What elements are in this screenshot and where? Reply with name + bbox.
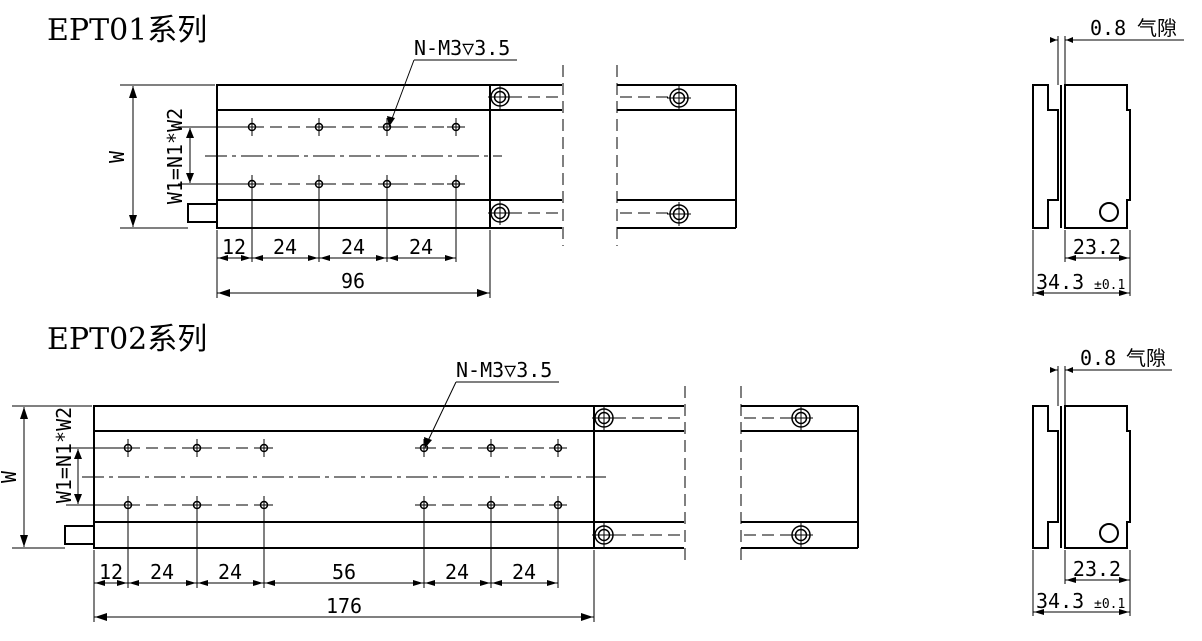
ept01-dim: 24 [273,235,297,259]
ept01-rail-bolt [487,84,513,110]
ept01-mount-hole [377,117,397,137]
ept02-top-view [64,405,606,549]
ept01-gap-label: 气隙 [1137,16,1177,40]
ept01-side-total: 34.3 [1036,270,1084,294]
ept02-dim: 56 [332,560,356,584]
ept02-hole-pitch-label: W1=N1*W2 [52,407,76,503]
ept02-dim: 24 [445,560,469,584]
ept01-thread-note: N-M3▽3.5 [414,36,510,60]
ept02-rail-bolt [591,405,617,431]
ept01-title: EPT01系列 [47,13,207,48]
ept02-rail-bolt [591,522,617,548]
ept02-mount-hole [548,438,568,458]
ept02-gap-value: 0.8 [1080,346,1116,370]
ept02-dim: 12 [99,560,123,584]
ept01-dim: 24 [409,235,433,259]
ept01-hole-pitch-label: W1=N1*W2 [163,108,187,204]
ept02-thread-note: N-M3▽3.5 [456,358,552,382]
ept01-total-length: 96 [341,269,365,293]
ept02-side-hole [1099,523,1119,543]
ept02-section: EPT02系列 [0,322,1172,622]
ept02-gap-label: 气隙 [1126,346,1166,370]
ept01-top-view [187,84,502,229]
ept02-rail [591,386,859,566]
ept02-side-total: 34.3 [1036,589,1084,613]
ept01-rail-bolt [666,85,692,111]
ept01-side-hole [1099,202,1119,222]
ept01-rail [487,65,737,246]
ept02-side-width: 23.2 [1073,557,1121,581]
ept01-gap-value: 0.8 [1090,16,1126,40]
ept01-rail-bolt [487,200,513,226]
ept01-side-width: 23.2 [1073,235,1121,259]
ept02-title: EPT02系列 [47,322,207,357]
ept01-mount-hole [309,117,329,137]
ept02-rail-bolt [788,405,814,431]
ept02-mount-hole [481,438,501,458]
ept01-mount-hole [446,117,466,137]
ept01-side-view: 0.8 气隙 23.2 34.3 ±0.1 [1032,16,1184,296]
ept01-dim: 12 [222,235,246,259]
ept02-total-length: 176 [326,594,362,618]
ept01-horizontal-dims: 12 24 24 24 96 [216,190,491,298]
ept02-mount-hole [187,438,207,458]
ept01-mount-hole [242,117,262,137]
ept01-section: EPT01系列 [47,13,1184,298]
ept01-tolerance: ±0.1 [1094,278,1125,293]
ept01-dim: 24 [341,235,365,259]
ept01-width-label: W [105,150,129,163]
ept02-dim: 24 [512,560,536,584]
ept02-side-view: 0.8 气隙 23.2 34.3 ±0.1 [1032,346,1172,616]
ept02-mount-hole [254,438,274,458]
ept02-rail-bolt [788,522,814,548]
ept02-mount-hole [118,438,138,458]
ept02-dim: 24 [218,560,242,584]
ept02-tolerance: ±0.1 [1094,597,1125,612]
ept01-rail-bolt [666,201,692,227]
ept02-dim: 24 [150,560,174,584]
ept02-horizontal-dims: 12 24 24 56 24 24 176 [93,511,595,622]
ept02-width-label: W [0,470,21,483]
